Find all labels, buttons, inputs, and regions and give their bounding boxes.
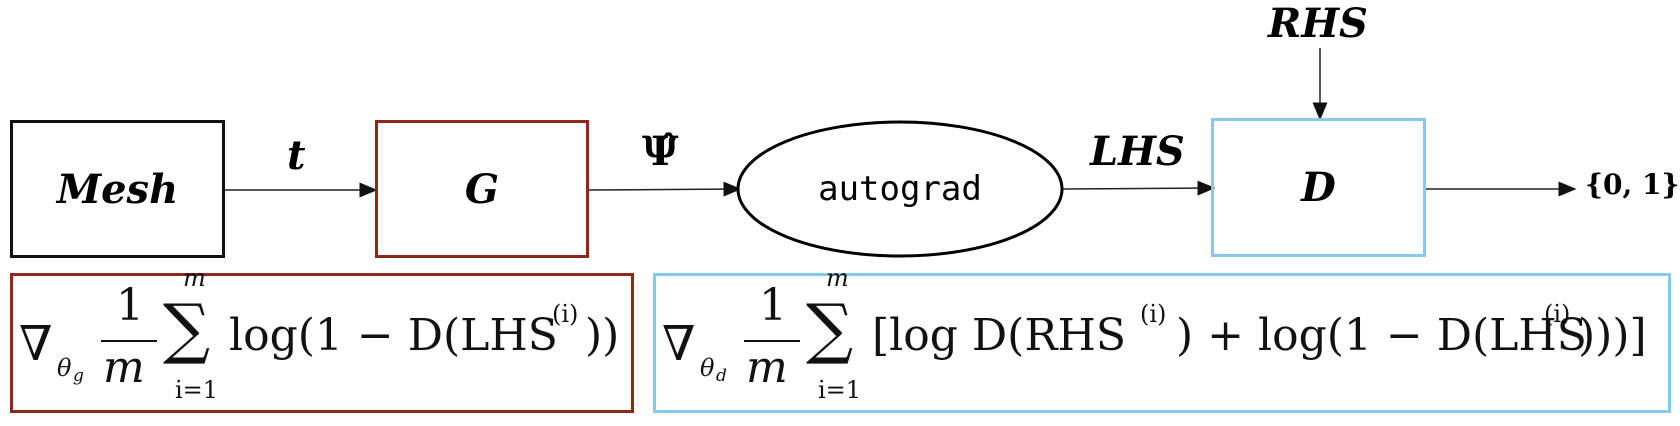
edge-label-psi-hat: Ψ̂ xyxy=(642,128,679,175)
discriminator-loss-box: ∇ θ d 1 m m ∑ i=1 [log D(RHS (i) ) + log… xyxy=(653,264,1671,413)
discriminator-subscript-theta: θ xyxy=(700,354,715,382)
edge-label-rhs: RHS xyxy=(1268,0,1368,47)
discriminator-subscript-d: d xyxy=(716,366,727,386)
discriminator-grad-symbol: ∇ xyxy=(662,316,696,372)
mesh-node: Mesh xyxy=(10,120,225,258)
discriminator-frac-denominator: m xyxy=(746,342,788,393)
discriminator-sum-symbol: ∑ xyxy=(806,290,854,367)
discriminator-sum-upper: m xyxy=(826,264,849,292)
generator-frac-bar xyxy=(101,340,157,342)
generator-label: G xyxy=(464,165,500,213)
discriminator-loss-superscript-a: (i) xyxy=(1140,300,1167,328)
discriminator-sum-lower: i=1 xyxy=(818,376,862,404)
autograd-ellipse xyxy=(736,120,1064,258)
generator-sum-symbol: ∑ xyxy=(163,290,211,367)
autograd-node: autograd xyxy=(738,122,1062,256)
discriminator-loss-body-b: ) + log(1 − D(LHS xyxy=(1176,310,1587,361)
edge-autograd-to-d xyxy=(1062,180,1216,196)
generator-frac-denominator: m xyxy=(103,342,145,393)
discriminator-node: D xyxy=(1211,118,1426,257)
generator-sum-upper: m xyxy=(183,264,206,292)
generator-loss-superscript: (i) xyxy=(552,300,579,328)
generator-frac-numerator: 1 xyxy=(116,280,144,331)
generator-subscript-theta: θ xyxy=(57,354,72,382)
generator-loss-body: log(1 − D(LHS xyxy=(229,310,558,361)
mesh-label: Mesh xyxy=(56,165,179,213)
generator-subscript-g: g xyxy=(73,366,84,386)
output-label: {0, 1} xyxy=(1585,168,1680,201)
generator-loss-close: )) xyxy=(585,310,620,361)
discriminator-frac-bar xyxy=(744,340,800,342)
edge-label-lhs: LHS xyxy=(1090,128,1185,175)
edge-label-t: t xyxy=(287,132,306,179)
edge-g-to-autograd xyxy=(588,181,742,197)
discriminator-loss-body-a: [log D(RHS xyxy=(872,310,1126,361)
discriminator-frac-numerator: 1 xyxy=(759,280,787,331)
discriminator-loss-superscript-b: (i) xyxy=(1544,300,1571,328)
generator-grad-symbol: ∇ xyxy=(19,316,53,372)
generator-sum-lower: i=1 xyxy=(175,376,219,404)
autograd-label: autograd xyxy=(818,169,982,209)
generator-loss-box: ∇ θ g 1 m m ∑ i=1 log(1 − D(LHS (i) )) xyxy=(10,264,634,413)
discriminator-label: D xyxy=(1301,164,1336,211)
generator-node: G xyxy=(375,120,589,258)
discriminator-loss-close: )))] xyxy=(1578,310,1647,361)
